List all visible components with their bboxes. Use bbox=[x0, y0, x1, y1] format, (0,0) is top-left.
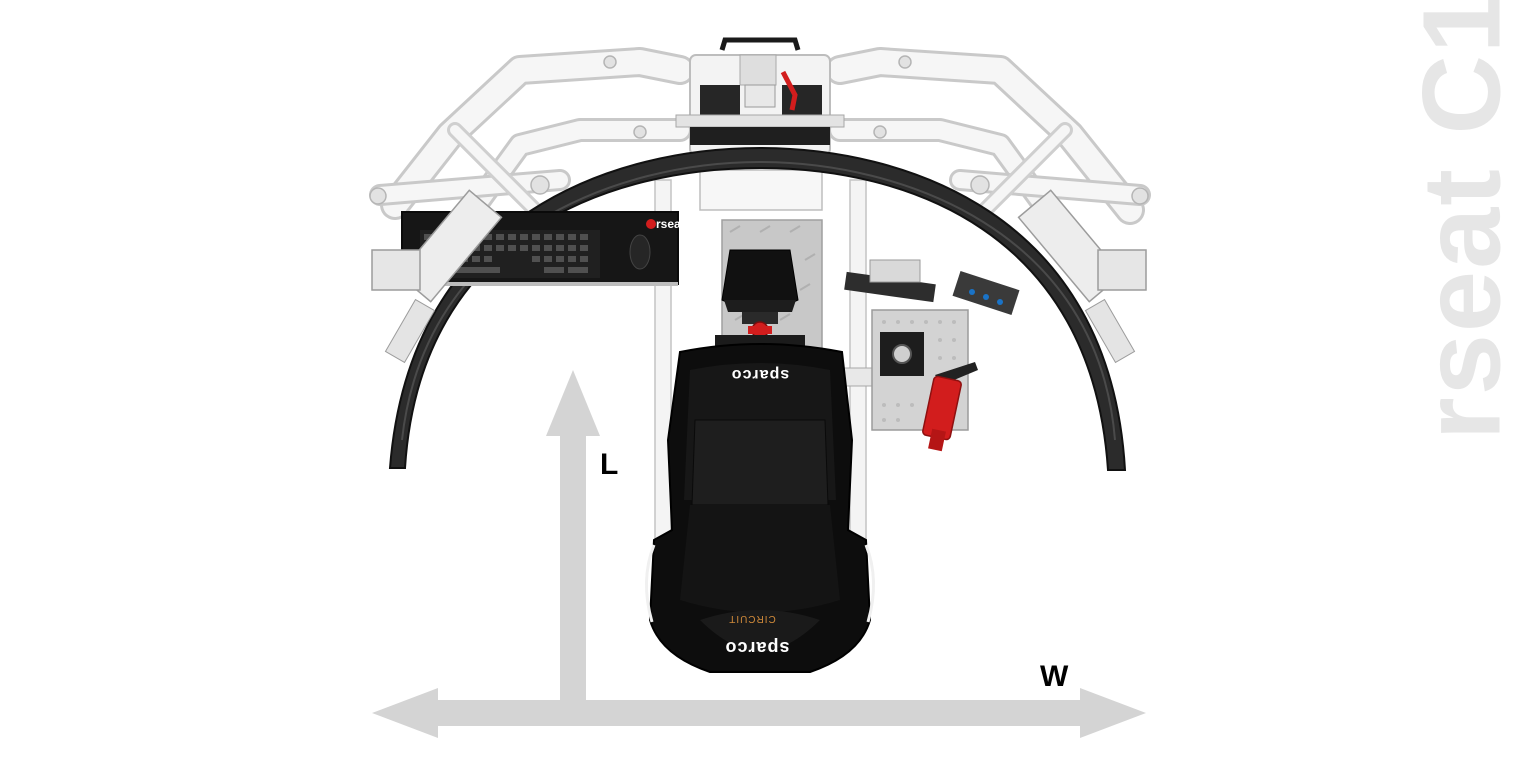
keyboard-logo-badge: rseat bbox=[646, 217, 685, 231]
outer-frame bbox=[369, 47, 1151, 225]
mouse bbox=[629, 234, 651, 270]
frame-joints bbox=[369, 55, 1149, 205]
width-arrow-left-head bbox=[372, 688, 438, 738]
length-label: L bbox=[600, 448, 619, 481]
brand-watermark-text: rseat C1 bbox=[1400, 0, 1520, 441]
side-accessory-panel bbox=[841, 309, 978, 452]
right-monitor-clamp bbox=[1017, 189, 1147, 364]
width-arrow-right-head bbox=[1080, 688, 1146, 738]
length-arrow-shaft bbox=[560, 432, 586, 718]
dimension-arrows bbox=[372, 370, 1146, 738]
seat-brand-top: sparco bbox=[731, 366, 789, 383]
top-mount-box bbox=[675, 37, 845, 156]
racing-seat: sparco CIRCUIT sparco bbox=[644, 343, 876, 673]
length-arrow-head bbox=[546, 370, 600, 436]
width-label: W bbox=[1040, 660, 1069, 693]
seat-model: CIRCUIT bbox=[728, 613, 776, 624]
wheel-base bbox=[715, 249, 805, 351]
seat-brand-bottom: sparco bbox=[724, 638, 789, 658]
shifter-knob bbox=[892, 344, 912, 364]
keyboard-logo: rseat bbox=[656, 217, 685, 231]
left-monitor-clamp bbox=[371, 189, 503, 364]
width-arrow-shaft bbox=[434, 700, 1082, 726]
button-box bbox=[844, 259, 1020, 315]
